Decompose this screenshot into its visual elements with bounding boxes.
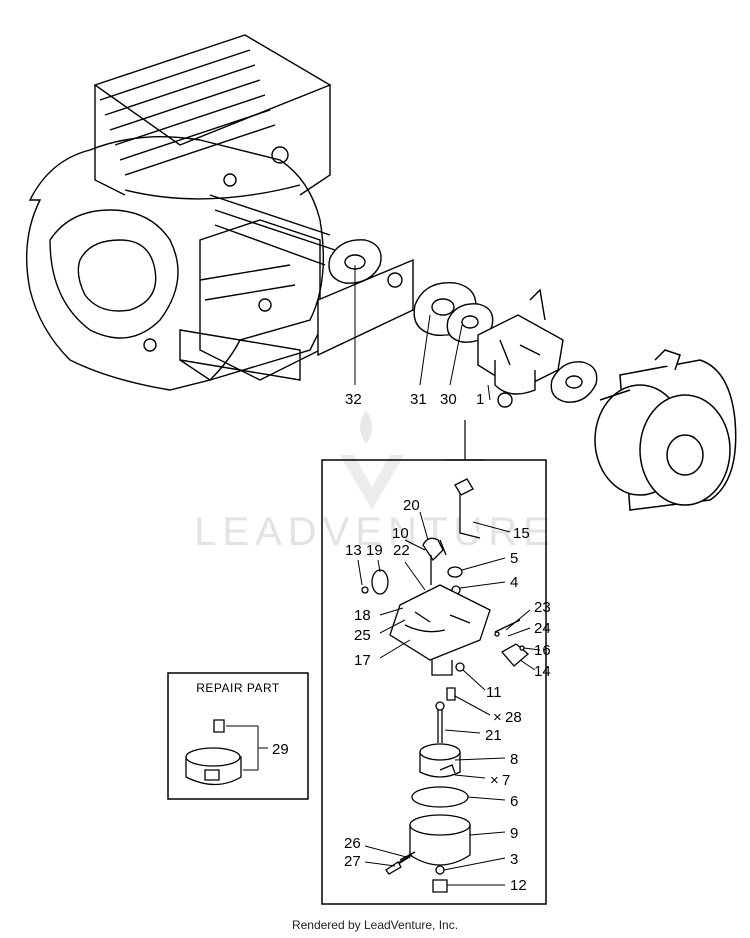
callout-15: 15 [513, 525, 530, 542]
repair-part-box: REPAIR PART 29 [167, 672, 309, 800]
repair-part-leader [226, 725, 268, 771]
callout-8: 8 [510, 751, 518, 768]
watermark-text: LEADVENTURE [194, 510, 556, 554]
repair-part-drawing [185, 719, 242, 786]
carburetor-assembly [477, 288, 564, 408]
callout-20: 20 [403, 497, 420, 514]
callout-28: 28 [505, 709, 522, 726]
callout-19: 19 [366, 542, 383, 559]
callout-7: 7 [502, 772, 510, 789]
callout-23: 23 [534, 599, 551, 616]
engine-leaders [354, 265, 491, 401]
callout-4: 4 [510, 574, 518, 591]
callout-18: 18 [354, 607, 371, 624]
callout-1: 1 [476, 391, 484, 408]
callout-x-mark-7: × [490, 772, 499, 789]
carb-leaders [357, 511, 541, 886]
engine-block [26, 34, 336, 391]
callout-14: 14 [534, 663, 551, 680]
callout-30: 30 [440, 391, 457, 408]
repair-part-title: REPAIR PART [196, 681, 280, 695]
callout-3: 3 [510, 851, 518, 868]
callout-5: 5 [510, 550, 518, 567]
air-cleaner [594, 349, 737, 511]
gasket-32 [328, 239, 382, 284]
callout-22: 22 [393, 542, 410, 559]
intake-plate [317, 258, 414, 357]
callout-31: 31 [410, 391, 427, 408]
callout-32: 32 [345, 391, 362, 408]
callout-11: 11 [486, 684, 502, 701]
callout-1-pointer [445, 420, 485, 461]
callout-6: 6 [510, 793, 518, 810]
callout-29: 29 [272, 741, 289, 758]
exploded-view-frame [321, 459, 547, 905]
callout-9: 9 [510, 825, 518, 842]
callout-17: 17 [354, 652, 371, 669]
callout-24: 24 [534, 620, 551, 637]
footer-credit: Rendered by LeadVenture, Inc. [291, 918, 459, 932]
callout-x-mark-28: × [493, 709, 502, 726]
callout-25: 25 [354, 627, 371, 644]
callout-10: 10 [392, 525, 409, 542]
carb-callout-labels: 20 15 10 13 19 22 5 4 18 25 17 23 24 16 … [344, 497, 551, 894]
callout-16: 16 [534, 642, 551, 659]
watermark: LEADVENTURE [194, 410, 556, 554]
callout-27: 27 [344, 853, 361, 870]
engine-callout-labels: 32 31 30 1 [345, 391, 484, 408]
callout-26: 26 [344, 835, 361, 852]
callout-13: 13 [345, 542, 362, 559]
gasket-30 [446, 303, 494, 343]
callout-12: 12 [510, 877, 527, 894]
air-cleaner-gasket [550, 361, 598, 403]
callout-21: 21 [485, 727, 502, 744]
